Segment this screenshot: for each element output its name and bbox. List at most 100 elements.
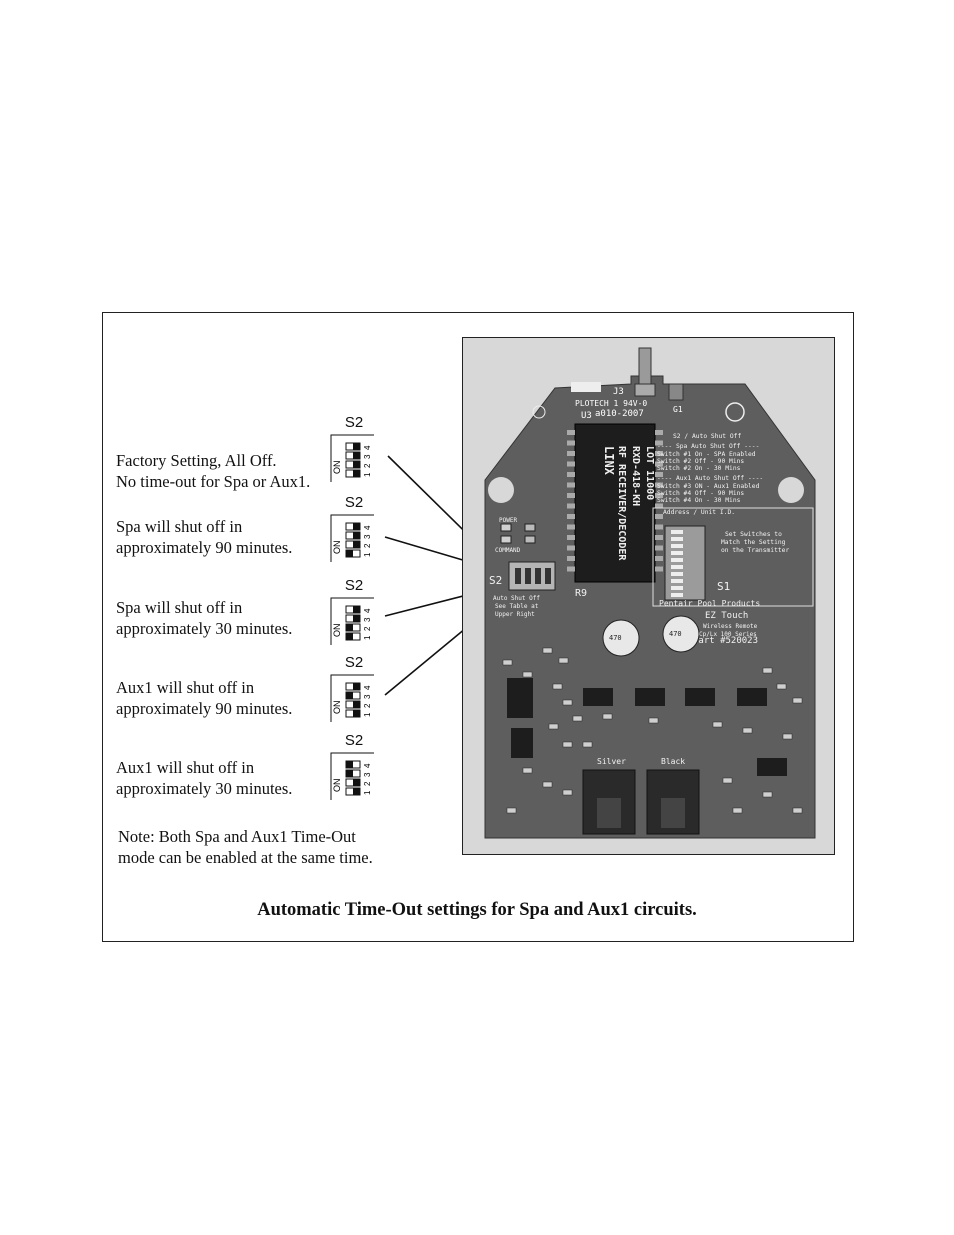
dip-knob-3-off: [353, 532, 360, 539]
dip-number-4: 4: [363, 445, 372, 450]
s1-switch: [671, 544, 683, 548]
s2-title-5: S2: [344, 732, 364, 749]
chip-pin: [567, 451, 575, 456]
setting-line-2: approximately 30 minutes.: [116, 779, 293, 798]
maker-text: Pentair Pool Products: [659, 599, 760, 608]
s1-switch: [671, 530, 683, 534]
aux-line-1: Switch #3 ON - Aux1 Enabled: [657, 483, 760, 490]
autoshut-2: See Table at: [495, 603, 539, 610]
chip-pin: [567, 440, 575, 446]
dip-number-4: 4: [363, 685, 372, 690]
dip-number-1: 1: [363, 552, 372, 557]
smd-component: [762, 667, 773, 674]
setting-line-1: Factory Setting, All Off.: [116, 451, 277, 470]
part-number: Part #520023: [693, 636, 758, 646]
smd-component: [732, 807, 743, 814]
dip-on-label: ON: [332, 624, 342, 638]
autoshut-3: Upper Right: [495, 611, 535, 618]
chip-pin: [567, 461, 575, 467]
chip-pin: [567, 524, 575, 530]
note-line-2: mode can be enabled at the same time.: [118, 848, 373, 867]
black-label: Black: [661, 757, 685, 766]
dip-knob-1-off: [353, 470, 360, 477]
dip-number-1: 1: [363, 712, 372, 717]
chip-pin: [567, 430, 575, 435]
chip-pin: [655, 493, 663, 498]
chip-pin: [567, 566, 575, 572]
dip-number-1: 1: [363, 635, 372, 640]
svg-text:470: 470: [609, 634, 622, 642]
dip-number-2: 2: [363, 781, 372, 786]
address-note-2: Match the Setting: [721, 539, 786, 546]
dip-number-3: 3: [363, 694, 372, 699]
s2-title-2: S2: [344, 494, 364, 511]
fab-text: PLOTECH 1 94V-0: [575, 399, 647, 408]
chip-pin: [567, 545, 575, 551]
chip-pin: [655, 566, 663, 572]
s1-switch: [671, 586, 683, 590]
setting-description-1: Factory Setting, All Off.No time-out for…: [116, 450, 310, 492]
dip-knob-1-on: [346, 633, 353, 640]
dip-knob-1-off: [353, 788, 360, 795]
aux-line-3: Switch #4 On - 30 Mins: [657, 497, 741, 504]
smd-component: [582, 741, 593, 748]
smd-component: [506, 807, 517, 814]
chip-pin: [655, 556, 663, 561]
s2-title-3: S2: [344, 577, 364, 594]
power-label: POWER: [499, 517, 517, 524]
chip-pin: [655, 430, 663, 435]
s1-switch: [671, 572, 683, 576]
address-note-1: Set Switches to: [725, 531, 782, 538]
chip-pin: [567, 503, 575, 509]
dip-number-4: 4: [363, 525, 372, 530]
dip-number-3: 3: [363, 454, 372, 459]
date-text: a010-2007: [595, 409, 644, 419]
setting-line-2: approximately 90 minutes.: [116, 538, 293, 557]
spa-line-3: Switch #2 On - 30 Mins: [657, 465, 741, 472]
g1-label: G1: [673, 405, 683, 414]
smd-component: [572, 715, 583, 722]
figure-caption: Automatic Time-Out settings for Spa and …: [257, 900, 697, 920]
smd-component: [542, 781, 553, 788]
dip-knob-2-off: [353, 701, 360, 708]
spa-line-2: Switch #2 Off - 90 Mins: [657, 458, 744, 465]
dip-number-1: 1: [363, 790, 372, 795]
s1-switch: [671, 579, 683, 583]
spa-line-1: Switch #1 On - SPA Enabled: [657, 451, 756, 458]
chip-line-2: RXD-418-KH: [630, 446, 641, 506]
dip-knob-4-on: [346, 761, 353, 768]
dip-knob-3-off: [353, 452, 360, 459]
smd-component: [502, 659, 513, 666]
chip-pin: [655, 461, 663, 467]
s2-switch: [515, 568, 521, 584]
s2-switch: [535, 568, 541, 584]
setting-line-2: approximately 30 minutes.: [116, 619, 293, 638]
u3-label: U3: [581, 411, 592, 421]
chip-line-1: RF RECEIVER/DECODER: [616, 446, 627, 561]
dip-knob-1-off: [353, 710, 360, 717]
dip-on-label: ON: [332, 541, 342, 555]
dip-knob-1-on: [346, 550, 353, 557]
product-text: EZ Touch: [705, 611, 748, 621]
dip-knob-2-on: [346, 624, 353, 631]
s1-switch: [671, 551, 683, 555]
dip-number-3: 3: [363, 772, 372, 777]
s2-switch: [525, 568, 531, 584]
smd-component: [782, 733, 793, 740]
note-line-1: Note: Both Spa and Aux1 Time-Out: [118, 827, 356, 846]
chip-pin: [655, 503, 663, 509]
chip-pin: [655, 524, 663, 530]
smd-component: [562, 699, 573, 706]
dip-number-3: 3: [363, 534, 372, 539]
s1-switch: [671, 565, 683, 569]
chip-brand: LINX: [602, 446, 616, 476]
smd-component: [542, 647, 553, 654]
s1-switch: [671, 537, 683, 541]
smd-component: [792, 697, 803, 704]
